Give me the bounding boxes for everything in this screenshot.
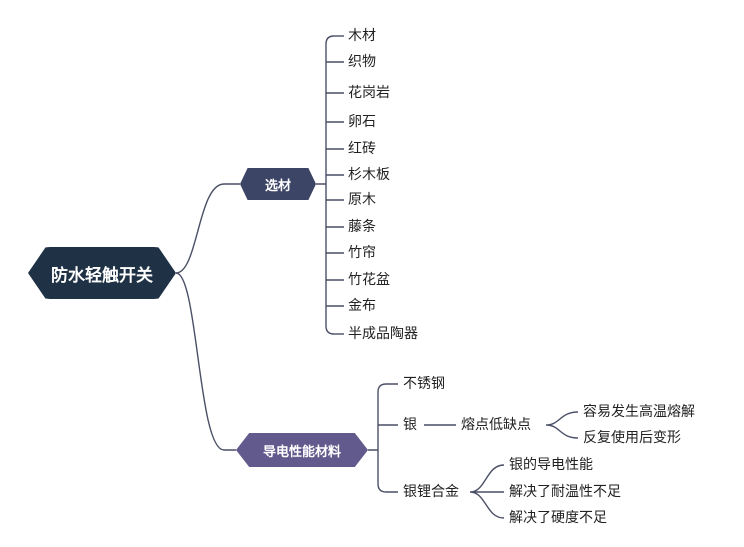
root-label: 防水轻触开关 [51, 265, 153, 286]
leaf-alloy-heat-resistance[interactable]: 解决了耐温性不足 [509, 484, 621, 500]
leaf-select-gold-cloth[interactable]: 金布 [348, 298, 376, 314]
leaf-select-fabric[interactable]: 织物 [348, 54, 376, 70]
branch-node-select[interactable]: 选材 [240, 168, 316, 200]
edge-alloy-children [469, 464, 505, 519]
leaf-select-pebble[interactable]: 卵石 [348, 114, 376, 130]
leaf-select-bamboo-curtain[interactable]: 竹帘 [348, 245, 376, 261]
leaf-select-semi-ceramic[interactable]: 半成品陶器 [348, 326, 418, 342]
leaf-conductive-silver[interactable]: 银 [403, 417, 417, 433]
sub-silver-low-melting-point[interactable]: 熔点低缺点 [461, 417, 531, 433]
leaf-silver-high-temp-melting[interactable]: 容易发生高温熔解 [583, 404, 695, 420]
edge-select-bracket [316, 35, 335, 335]
leaf-conductive-silver-lithium-alloy[interactable]: 银锂合金 [403, 484, 459, 500]
edge-conductive-bracket [368, 383, 398, 493]
leaf-conductive-stainless-steel[interactable]: 不锈钢 [403, 376, 445, 392]
branch-node-conductive[interactable]: 导电性能材料 [236, 433, 368, 467]
leaf-select-wood[interactable]: 木材 [348, 28, 376, 44]
leaf-select-granite[interactable]: 花岗岩 [348, 85, 390, 101]
leaf-alloy-hardness[interactable]: 解决了硬度不足 [509, 510, 607, 526]
root-node[interactable]: 防水轻触开关 [28, 247, 176, 299]
leaf-select-log[interactable]: 原木 [348, 192, 376, 208]
branch-label-conductive: 导电性能材料 [262, 444, 341, 460]
leaf-select-rattan[interactable]: 藤条 [348, 219, 376, 235]
leaf-silver-deformation[interactable]: 反复使用后变形 [583, 430, 681, 446]
leaf-select-red-brick[interactable]: 红砖 [348, 141, 376, 157]
edge-root-to-select [175, 183, 240, 274]
edge-root-to-conductive [175, 272, 236, 451]
leaf-select-bamboo-pot[interactable]: 竹花盆 [348, 272, 390, 288]
branch-label-select: 选材 [264, 178, 291, 194]
edge-sub-children [545, 411, 579, 439]
leaf-select-fir-board[interactable]: 杉木板 [348, 167, 390, 183]
leaf-alloy-conductivity[interactable]: 银的导电性能 [509, 457, 593, 473]
select-leaf-ticks [326, 35, 344, 335]
